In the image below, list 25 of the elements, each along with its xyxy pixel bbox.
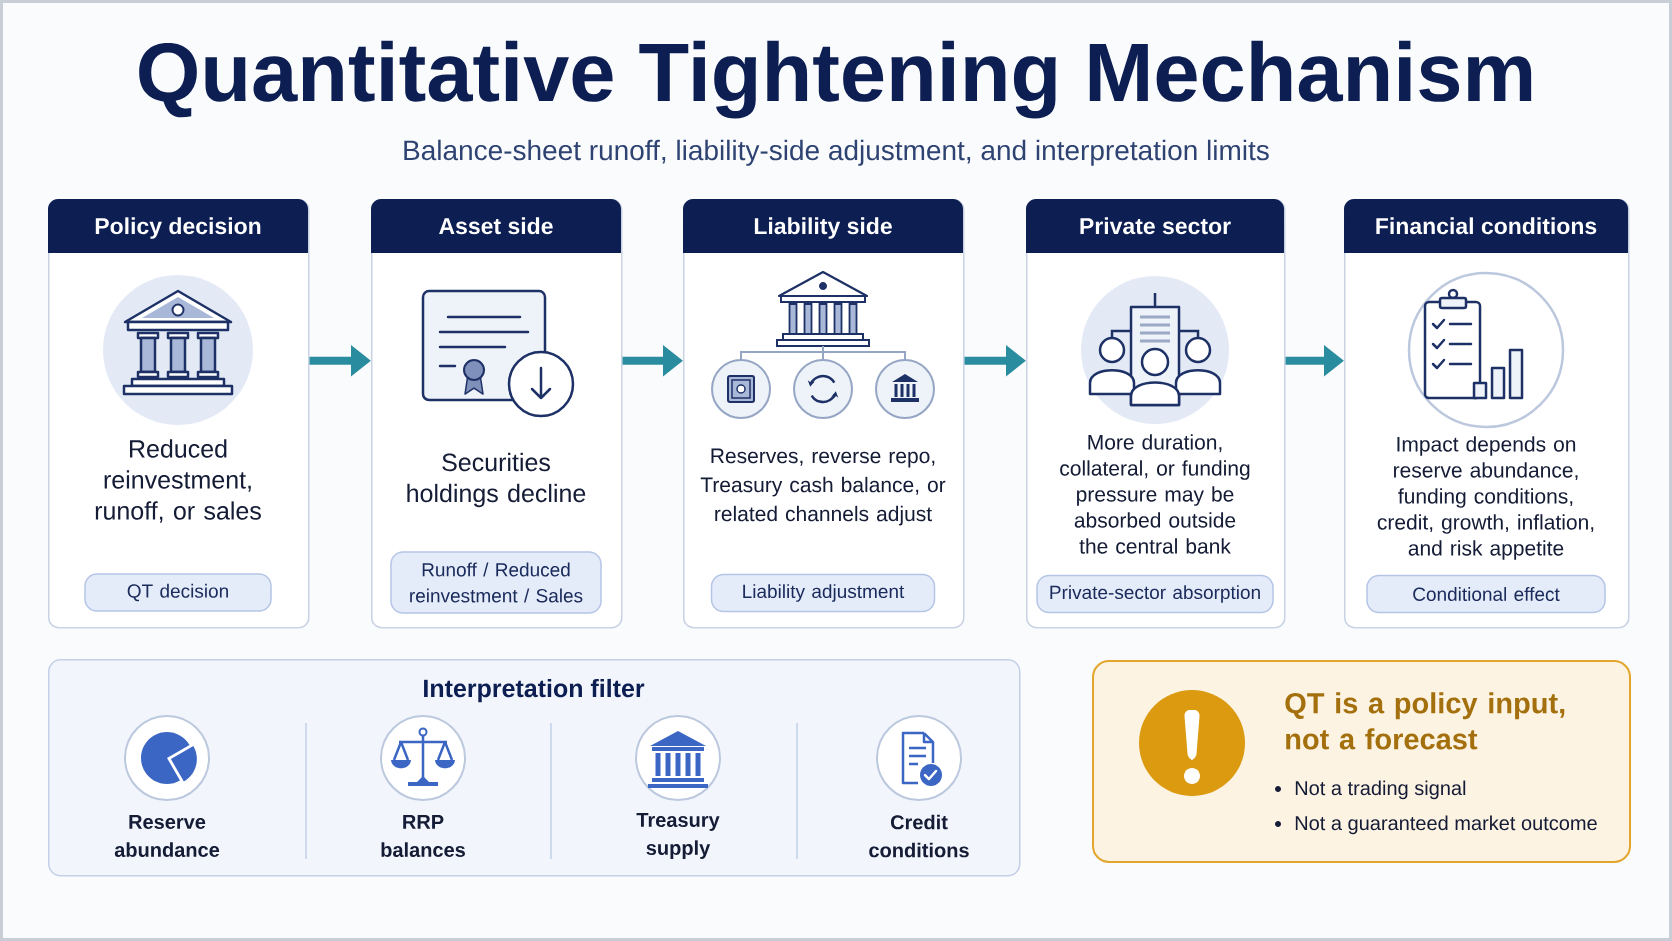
bullet-text: Not a guaranteed market outcome [1295,815,1597,835]
tag-pill: Private-sector absorption [1036,574,1274,614]
card-header: Liability side [683,199,963,253]
card-header: Private sector [1026,199,1284,253]
tag-pill: Conditional effect [1366,574,1606,614]
card-text: More duration, collateral, or funding pressure may be absorbed outside the central bank [1060,434,1250,554]
callout-heading: QT is a policy input, not a forecast [1285,692,1565,750]
filter-label: Treasury supply [636,813,720,859]
title: Quantitative Tightening Mechanism [139,40,1532,119]
card-text: Reserves, reverse repo, Treasury cash balance, or related channels adjust [700,448,946,526]
card-text: Securities holdings decline [407,452,586,508]
card-text: Impact depends on reserve abundance, funding conditions, credit, growth, inflation, and risk appetite [1377,436,1594,560]
card-text: Reduced reinvestment, runoff, or sales [95,439,261,523]
bullet-text: Not a trading signal [1295,780,1466,800]
filter-label: Credit conditions [869,814,969,858]
filter-label: RRP balances [381,815,465,857]
card-header: Policy decision [48,199,308,253]
tag-pill: QT decision [84,573,272,612]
tag-pill: Runoff / Reduced reinvestment / Sales [390,551,602,614]
filter-label: Reserve abundance [114,815,220,857]
panel-heading: Interpretation filter [424,678,645,703]
subtitle: Balance-sheet runoff, liability-side adjustment, and interpretation limits [404,139,1269,166]
card-header: Financial conditions [1344,199,1628,253]
tag-pill: Liability adjustment [710,573,936,613]
card-header: Asset side [371,199,621,253]
